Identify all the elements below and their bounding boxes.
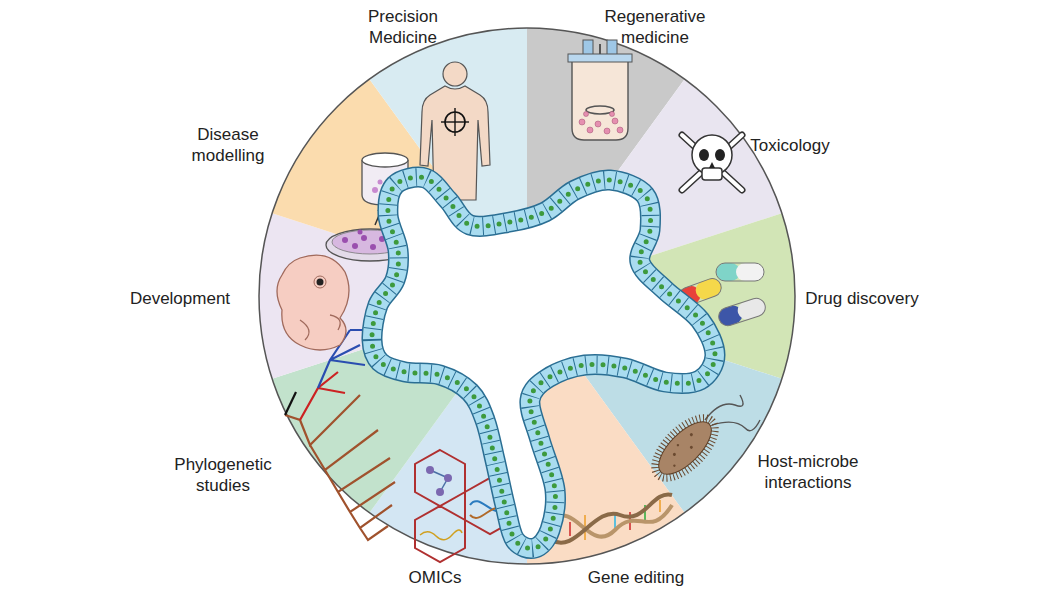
segment-label: Disease modelling: [178, 124, 278, 166]
segment-label: Host-microbe interactions: [748, 451, 868, 493]
dna-helix-icon: [552, 495, 672, 543]
organoid-layer: [372, 177, 715, 548]
organoid-layer: [372, 177, 715, 548]
bacterium-icon: [645, 395, 760, 488]
organoid-layer: [372, 177, 715, 548]
skull-icon: [682, 135, 742, 190]
segment-label: Phylogenetic studies: [166, 454, 281, 496]
wedges: [259, 28, 795, 564]
segment-label: Toxicology: [725, 135, 855, 156]
bioreactor-icon: [568, 40, 632, 140]
organoid: [372, 177, 715, 548]
segment-label: Precision Medicine: [358, 6, 448, 48]
embryo-icon: [277, 255, 349, 350]
segment-label: Regenerative medicine: [598, 6, 713, 48]
segment-label: Development: [115, 288, 245, 309]
circle-outline: [259, 28, 795, 564]
segment-label: Drug discovery: [782, 288, 942, 309]
organoid-layer: [372, 177, 715, 548]
segment-label: OMICs: [385, 567, 485, 588]
segment-label: Gene editing: [561, 567, 711, 588]
